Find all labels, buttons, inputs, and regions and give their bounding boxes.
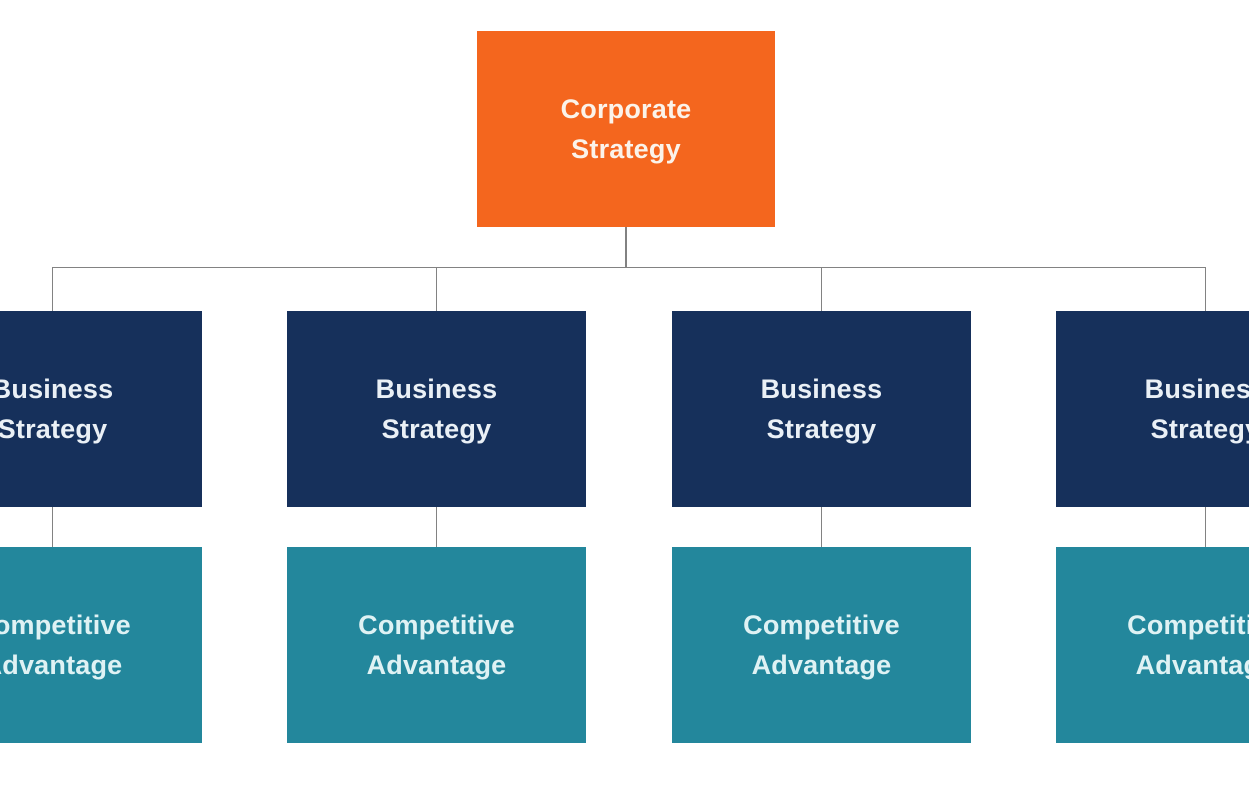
connector-drop-business-1 (51, 267, 53, 311)
corporate-strategy-label: Corporate Strategy (560, 94, 692, 164)
corporate-strategy-box: Corporate Strategy (477, 31, 775, 227)
connector-root-stub (625, 227, 627, 267)
competitive-advantage-box-3: Competitive Advantage (672, 547, 971, 743)
competitive-advantage-box-2: Competitive Advantage (287, 547, 586, 743)
competitive-advantage-box-4: Competitive Advantage (1056, 547, 1249, 743)
business-strategy-label: Business Strategy (375, 374, 498, 444)
business-strategy-box-1: Business Strategy (0, 311, 202, 507)
business-strategy-box-3: Business Strategy (672, 311, 971, 507)
competitive-advantage-label: Competitive Advantage (0, 610, 131, 680)
connector-drop-advantage-1 (51, 507, 53, 547)
business-strategy-box-4: Business Strategy (1056, 311, 1249, 507)
business-strategy-label: Business Strategy (0, 374, 114, 444)
business-strategy-box-2: Business Strategy (287, 311, 586, 507)
competitive-advantage-label: Competitive Advantage (743, 610, 900, 680)
business-strategy-label: Business Strategy (1144, 374, 1249, 444)
business-strategy-label: Business Strategy (760, 374, 883, 444)
connector-drop-advantage-3 (820, 507, 822, 547)
connector-drop-advantage-2 (435, 507, 437, 547)
competitive-advantage-label: Competitive Advantage (1127, 610, 1249, 680)
connector-drop-business-4 (1204, 267, 1206, 311)
competitive-advantage-label: Competitive Advantage (358, 610, 515, 680)
connector-rail (52, 266, 1206, 268)
connector-drop-business-3 (820, 267, 822, 311)
connector-drop-advantage-4 (1204, 507, 1206, 547)
competitive-advantage-box-1: Competitive Advantage (0, 547, 202, 743)
connector-drop-business-2 (435, 267, 437, 311)
